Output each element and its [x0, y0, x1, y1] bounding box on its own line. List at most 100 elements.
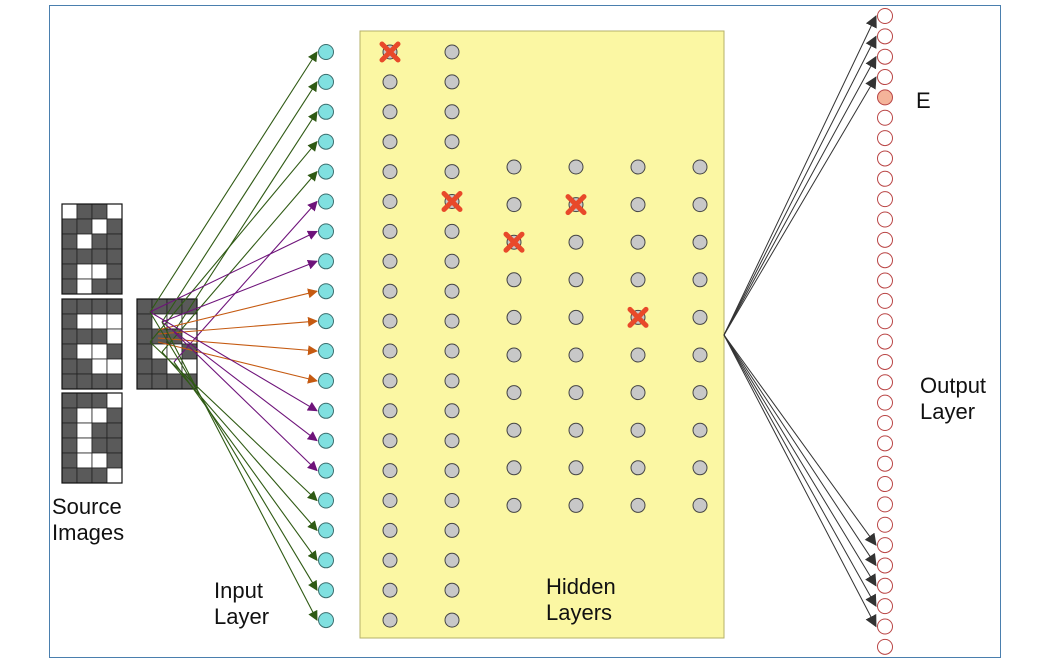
hidden-node [444, 433, 460, 449]
hidden-node [506, 347, 522, 363]
pixel-cell [76, 358, 93, 375]
input-arrow [149, 230, 318, 313]
hidden-node [630, 422, 646, 438]
pixel-cell [76, 263, 93, 280]
pixel-cell [61, 358, 78, 375]
input-node [318, 462, 334, 479]
hidden-node [692, 347, 708, 363]
pixel-cell [61, 203, 78, 220]
hidden-node [692, 197, 708, 213]
input-node [318, 313, 334, 330]
input-arrow [157, 341, 318, 384]
pixel-cell [61, 373, 78, 390]
hidden-node [692, 234, 708, 250]
hidden-node [382, 552, 398, 568]
pixel-cell [106, 233, 123, 250]
pixel-cell [61, 343, 78, 360]
pixel-cell [91, 437, 108, 454]
pixel-cell [76, 407, 93, 424]
hidden-node [444, 552, 460, 568]
hidden-node [692, 422, 708, 438]
dropout-markers [379, 41, 649, 328]
pixel-cell [91, 233, 108, 250]
output-arrow [723, 76, 877, 336]
output-node [877, 48, 893, 65]
output-node [877, 231, 893, 248]
hidden-node [630, 272, 646, 288]
hidden-node [630, 385, 646, 401]
pixel-cell [91, 407, 108, 424]
input-arrow [157, 288, 318, 331]
hidden-node [382, 493, 398, 508]
input-arrow [161, 81, 318, 323]
pixel-cell [106, 298, 123, 315]
output-node [877, 415, 893, 431]
hidden-node [506, 497, 522, 513]
input-layer-nodes [318, 44, 334, 629]
output-arrow [723, 334, 877, 587]
hidden-node [382, 582, 398, 598]
input-node [318, 133, 334, 150]
hidden-node [444, 582, 460, 598]
input-arrows [149, 51, 318, 621]
output-node [877, 638, 893, 655]
input-node [318, 223, 334, 240]
input-node [318, 163, 334, 180]
input-node [318, 522, 334, 539]
output-node [877, 577, 893, 594]
pixel-cell [61, 233, 78, 250]
hidden-node [506, 422, 522, 438]
pixel-cell [91, 218, 108, 235]
output-node [877, 496, 893, 513]
output-node [877, 476, 893, 493]
hidden-node [444, 343, 460, 359]
input-node [318, 44, 334, 60]
hidden-node [568, 422, 584, 438]
source-image-middle [61, 298, 123, 390]
hidden-node [444, 493, 460, 508]
pixel-cell [106, 373, 123, 390]
pixel-cell [76, 328, 93, 345]
pixel-cell [61, 407, 78, 424]
hidden-node [382, 403, 398, 419]
pixel-cell [61, 218, 78, 235]
output-node [877, 313, 893, 330]
output-arrow [723, 334, 877, 608]
hidden-node [444, 403, 460, 419]
output-layer-label: Output Layer [920, 373, 987, 424]
input-node [318, 343, 334, 359]
pixel-cell [136, 313, 153, 330]
pixel-cell [151, 373, 168, 390]
input-arrow [161, 351, 318, 532]
hidden-node [444, 44, 460, 60]
hidden-node [382, 522, 398, 538]
pixel-cell [91, 467, 108, 484]
pixel-cell [76, 278, 93, 295]
hidden-node [568, 159, 584, 175]
hidden-node [444, 522, 460, 538]
input-arrow [173, 361, 318, 562]
hidden-node [382, 283, 398, 299]
pixel-cell [76, 467, 93, 484]
pixel-cell [136, 343, 153, 360]
pixel-cell [61, 298, 78, 315]
pixel-cell [76, 203, 93, 220]
hidden-node [444, 253, 460, 269]
hidden-node [692, 309, 708, 325]
pixel-cell [151, 358, 168, 375]
hidden-node [692, 460, 708, 476]
input-arrow [161, 321, 318, 442]
input-arrow [149, 140, 318, 343]
hidden-node [568, 347, 584, 363]
output-node [877, 252, 893, 269]
hidden-node [444, 373, 460, 389]
pixel-cell [106, 278, 123, 295]
input-arrow [161, 259, 318, 323]
pixel-cell [61, 422, 78, 439]
pixel-cell [91, 248, 108, 265]
output-node [877, 353, 893, 370]
hidden-node [506, 460, 522, 476]
source-images-label: Source Images [52, 494, 125, 545]
input-arrow [149, 51, 318, 313]
output-node [877, 150, 893, 167]
